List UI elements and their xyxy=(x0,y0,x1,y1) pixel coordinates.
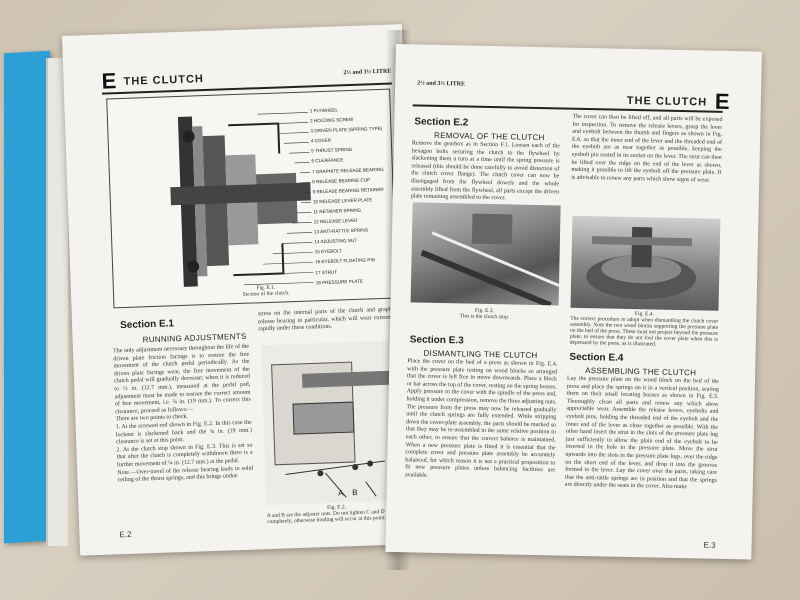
fig2-linkage-drawing xyxy=(271,361,393,498)
fig4-caption: Fig. E.4. The correct procedure to adopt… xyxy=(570,310,719,349)
section-e1-subtitle: RUNNING ADJUSTMENTS xyxy=(142,331,247,345)
section-e2-title: Section E.2 xyxy=(414,116,469,129)
clutch-cross-section-drawing xyxy=(170,112,314,287)
fig3-photo-clutch-stop xyxy=(410,202,561,306)
section-e1-column-2-text: stress on the internal parts of the clut… xyxy=(257,306,399,333)
book-cover-blue xyxy=(4,50,50,544)
page-header-models: 2½ and 3½ LITRE xyxy=(417,80,466,88)
page-header-title: THE CLUTCH xyxy=(123,73,205,88)
page-number-right: E.3 xyxy=(703,540,716,550)
page-number-left: E.2 xyxy=(119,529,132,540)
fig3-photo-shapes xyxy=(420,213,560,306)
section-e1-title: Section E.1 xyxy=(119,318,175,332)
section-e3-text: Place the cover on the bed of a press as… xyxy=(404,358,558,479)
diagram-label-list: 1 FLYWHEEL 2 HOLDING SCREW 3 DRIVEN PLAT… xyxy=(310,104,388,288)
page-header-title: THE CLUTCH xyxy=(626,94,708,109)
section-e1-column-1: The only adjustment necessary throughout… xyxy=(113,344,254,485)
section-e2-text: Remove the gearbox as in Section F.1. Lo… xyxy=(410,140,560,202)
fig4-description: The correct procedure to adopt when dism… xyxy=(569,315,719,348)
right-column-top-text: The cover can then be lifted off, and al… xyxy=(571,113,723,184)
clutch-section-diagram: 1 FLYWHEEL 2 HOLDING SCREW 3 DRIVEN PLAT… xyxy=(106,88,398,309)
fig3-caption: Fig. E.3. This is the clutch stop. xyxy=(410,306,558,321)
fig2-drawing: C D E A B xyxy=(260,340,407,506)
section-e4-title: Section E.4 xyxy=(569,351,624,364)
page-block-edge xyxy=(46,58,68,546)
fig4-photo-shapes xyxy=(586,226,697,300)
right-page: 2½ and 3½ LITRE THE CLUTCH E Section E.2… xyxy=(385,44,762,560)
section-e3-title: Section E.3 xyxy=(409,334,464,347)
fig2-label-a: A xyxy=(337,488,344,498)
left-page: E THE CLUTCH 2½ and 3½ LITRE xyxy=(62,24,420,556)
fig2-label-b: B xyxy=(351,487,358,498)
section-e4-text: Lay the pressure plate on the wood block… xyxy=(564,375,720,491)
paragraph: The only adjustment necessary throughout… xyxy=(112,343,251,416)
fig4-photo-press xyxy=(570,215,721,311)
section-letter: E xyxy=(101,68,117,94)
